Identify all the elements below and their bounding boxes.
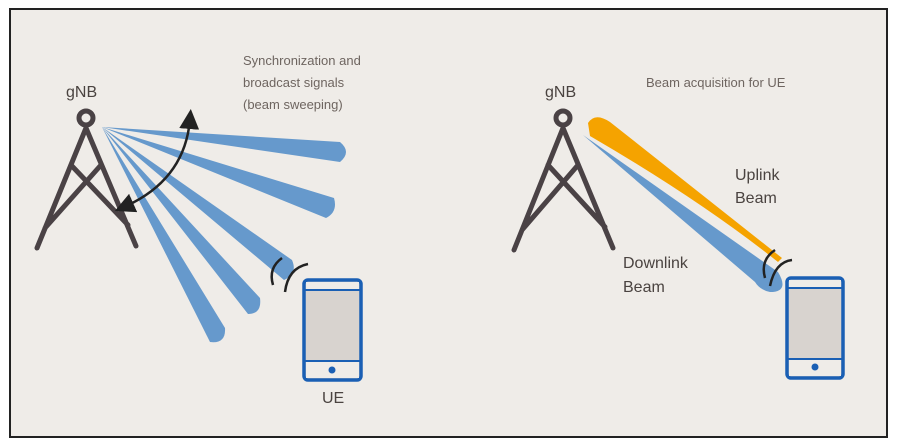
signal-waves-icon [270, 256, 309, 293]
caption-line-3: (beam sweeping) [243, 97, 343, 112]
diagram-frame [9, 8, 888, 438]
uplink-label-2: Beam [735, 190, 777, 207]
ue-label: UE [322, 390, 344, 407]
signal-waves-icon [762, 248, 793, 287]
uplink-label-1: Uplink [735, 167, 780, 184]
left-panel: gNB Synchronization and broadcast signal… [34, 53, 363, 407]
right-panel: gNB Beam acquisition for UE Uplink Beam … [511, 75, 845, 380]
downlink-label-2: Beam [623, 279, 665, 296]
gnb-label: gNB [545, 84, 576, 101]
caption-line-2: broadcast signals [243, 75, 345, 90]
downlink-beam [583, 135, 783, 292]
caption: Beam acquisition for UE [646, 75, 786, 90]
caption-line-1: Synchronization and [243, 53, 361, 68]
downlink-label-1: Downlink [623, 255, 689, 272]
tower-icon [511, 108, 616, 253]
phone-icon [785, 276, 845, 380]
tower-icon [34, 108, 139, 251]
phone-icon [302, 278, 363, 382]
uplink-beam [588, 117, 782, 262]
sweep-arrow-icon [114, 109, 200, 213]
gnb-label: gNB [66, 84, 97, 101]
